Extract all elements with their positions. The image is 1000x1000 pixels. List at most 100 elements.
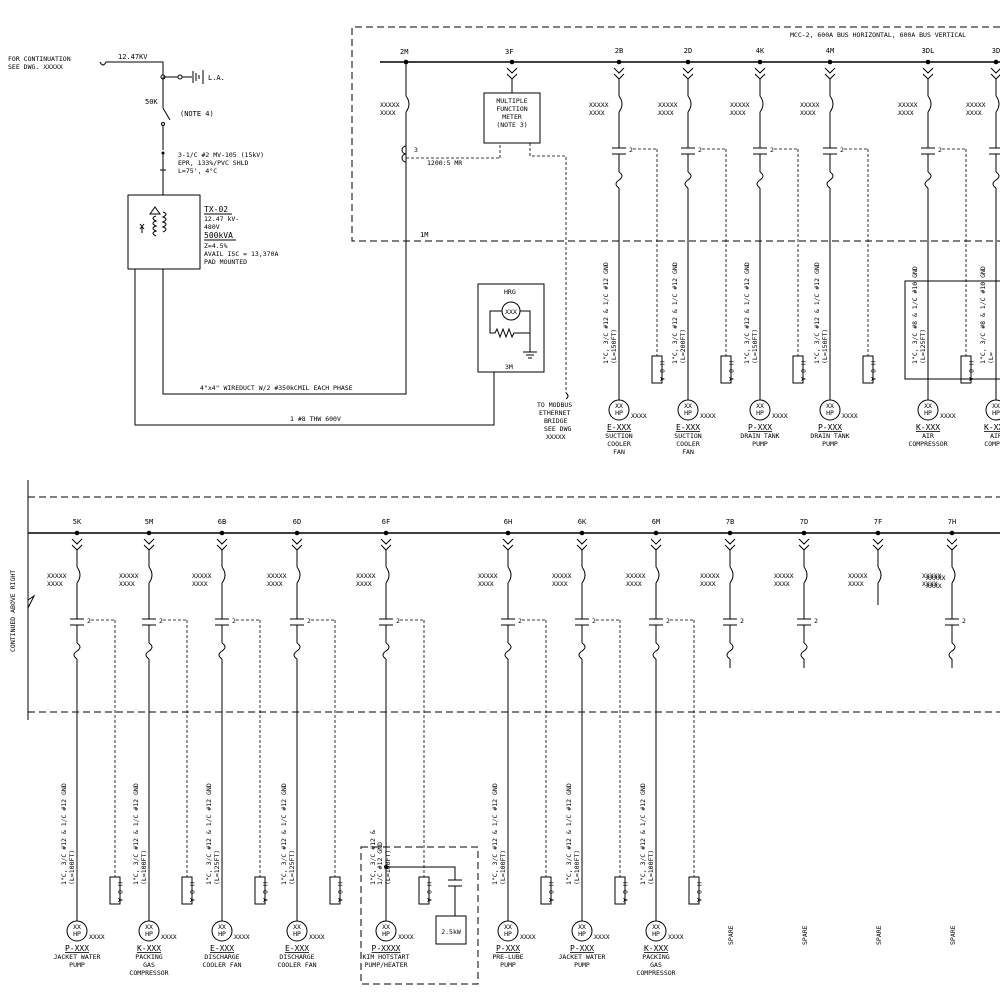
motor-hp-1: XX [145,923,153,931]
transformer-line-5: AVAIL ISC = 13,370A [204,250,278,258]
motor-icon [211,920,233,942]
arrester-label: L.A. [208,74,225,82]
breaker-icon [951,566,956,584]
motor-tag: XXXX [161,933,177,941]
motor-tag: XXXX [772,412,788,420]
cable-length: (L=150FT) [751,329,759,364]
ct-label: 2 [396,617,400,625]
hoa-letter: O [799,369,807,373]
cable-spec: 1"C, 3/C #12 & [369,830,377,885]
cable-spec: 1"C, 3/C #12 & 1/C #12 GND [671,262,679,364]
load-tag: P-XXXX [372,944,401,953]
load-tag: P-XXX [818,423,842,432]
hoa-letter: O [188,890,196,894]
load-desc: COMPRE [984,440,1000,448]
transformer-line-4: Z=4.5% [204,242,228,250]
breaker-label-2: XXXX [119,580,135,588]
breaker-icon [877,566,882,584]
motor-hp-2: HP [684,409,692,417]
stab-icon [754,67,766,80]
breaker-label-2: XXXX [589,109,605,117]
hoa-letter: H [869,361,877,365]
motor-icon [645,920,667,942]
cable-length: (L= [987,352,995,364]
load-desc: DISCHARGE [279,953,314,961]
ct-ratio: 1200:5 MR [427,159,462,167]
breaker-label-2: XXXX [47,580,63,588]
breaker-icon [618,95,623,113]
mcc-label: MCC-2, 600A BUS HORIZONTAL, 600A BUS VER… [790,31,966,39]
load-tag: P-XXX [570,944,594,953]
stab-icon [798,538,810,551]
load-desc: COOLER [676,440,700,448]
load-desc: FAN [682,448,694,456]
load-desc: SUCTION [605,432,632,440]
load-tag: K-XXX [984,423,1000,432]
meter-line-4: (NOTE 3) [496,121,527,129]
hoa-letter: A [336,898,344,902]
hoa-switch: HOA [688,876,703,905]
bucket-tag: 4K [756,47,765,55]
cable-length: (L=100FT) [140,850,148,885]
breaker-icon [385,566,390,584]
hoa-letter: O [727,369,735,373]
motor-icon [917,399,939,421]
cable-spec: 1"C, 3/C #12 & 1/C #12 GND [565,783,573,885]
hoa-letter: H [967,361,975,365]
transformer-line-6: PAD MOUNTED [204,258,247,266]
stab-icon [946,538,958,551]
motor-tag: XXXX [234,933,250,941]
heater-box [435,915,467,945]
main-tag-2m: 2M [400,48,408,56]
breaker-label-2: XXXX [700,580,716,588]
load-desc: SUCTION [674,432,701,440]
breaker-label-2: XXXX [966,109,982,117]
breaker-label-1: XXXXX [922,572,942,580]
cable-length: (L=100FT) [499,850,507,885]
mv-cable: 3-1/C #2 MV-105 (15kV) EPR, 133%/PVC SHL… [160,151,264,195]
load-desc: KIM HOTSTART [363,953,410,961]
motor-hp-2: HP [652,930,660,938]
breaker-label-2: XXXX [192,580,208,588]
hoa-switch: HOA [614,876,629,905]
modbus-line-2: ETHERNET [539,409,570,417]
bucket-tag: 6D [293,518,301,526]
load-desc: AIR [990,432,1000,440]
cable-spec: 1"C, 3/C #12 & 1/C #12 GND [813,262,821,364]
stab-icon [71,538,83,551]
breaker-icon [687,95,692,113]
load-desc: AIR [922,432,934,440]
bucket-tag: 6H [504,518,512,526]
breaker-icon [729,566,734,584]
load-desc: PUMP [500,961,516,969]
load-desc: COMPRESSOR [908,440,947,448]
stab-icon [990,67,1000,80]
overload-icon [218,642,226,660]
hoa-letter: A [116,898,124,902]
motor-hp-2: HP [578,930,586,938]
breaker-label-1: XXXXX [267,572,287,580]
motor-hp-1: XX [382,923,390,931]
motor-icon [819,399,841,421]
mv-cable-line-1: 3-1/C #2 MV-105 (15kV) [178,151,264,159]
breaker-label-1: XXXXX [658,101,678,109]
hoa-letter: H [727,361,735,365]
load-desc: DRAIN TANK [810,432,849,440]
motor-icon [497,920,519,942]
hoa-switch: HOA [792,355,807,384]
hoa-switch: HOA [329,876,344,905]
ct-label: 2 [232,617,236,625]
load-tag: E-XXX [285,944,309,953]
motor-icon [375,920,397,942]
hoa-switch: HOA [540,876,555,905]
stab-icon [613,67,625,80]
ct-label: 2 [159,617,163,625]
breaker-label-2: XXXX [626,580,642,588]
